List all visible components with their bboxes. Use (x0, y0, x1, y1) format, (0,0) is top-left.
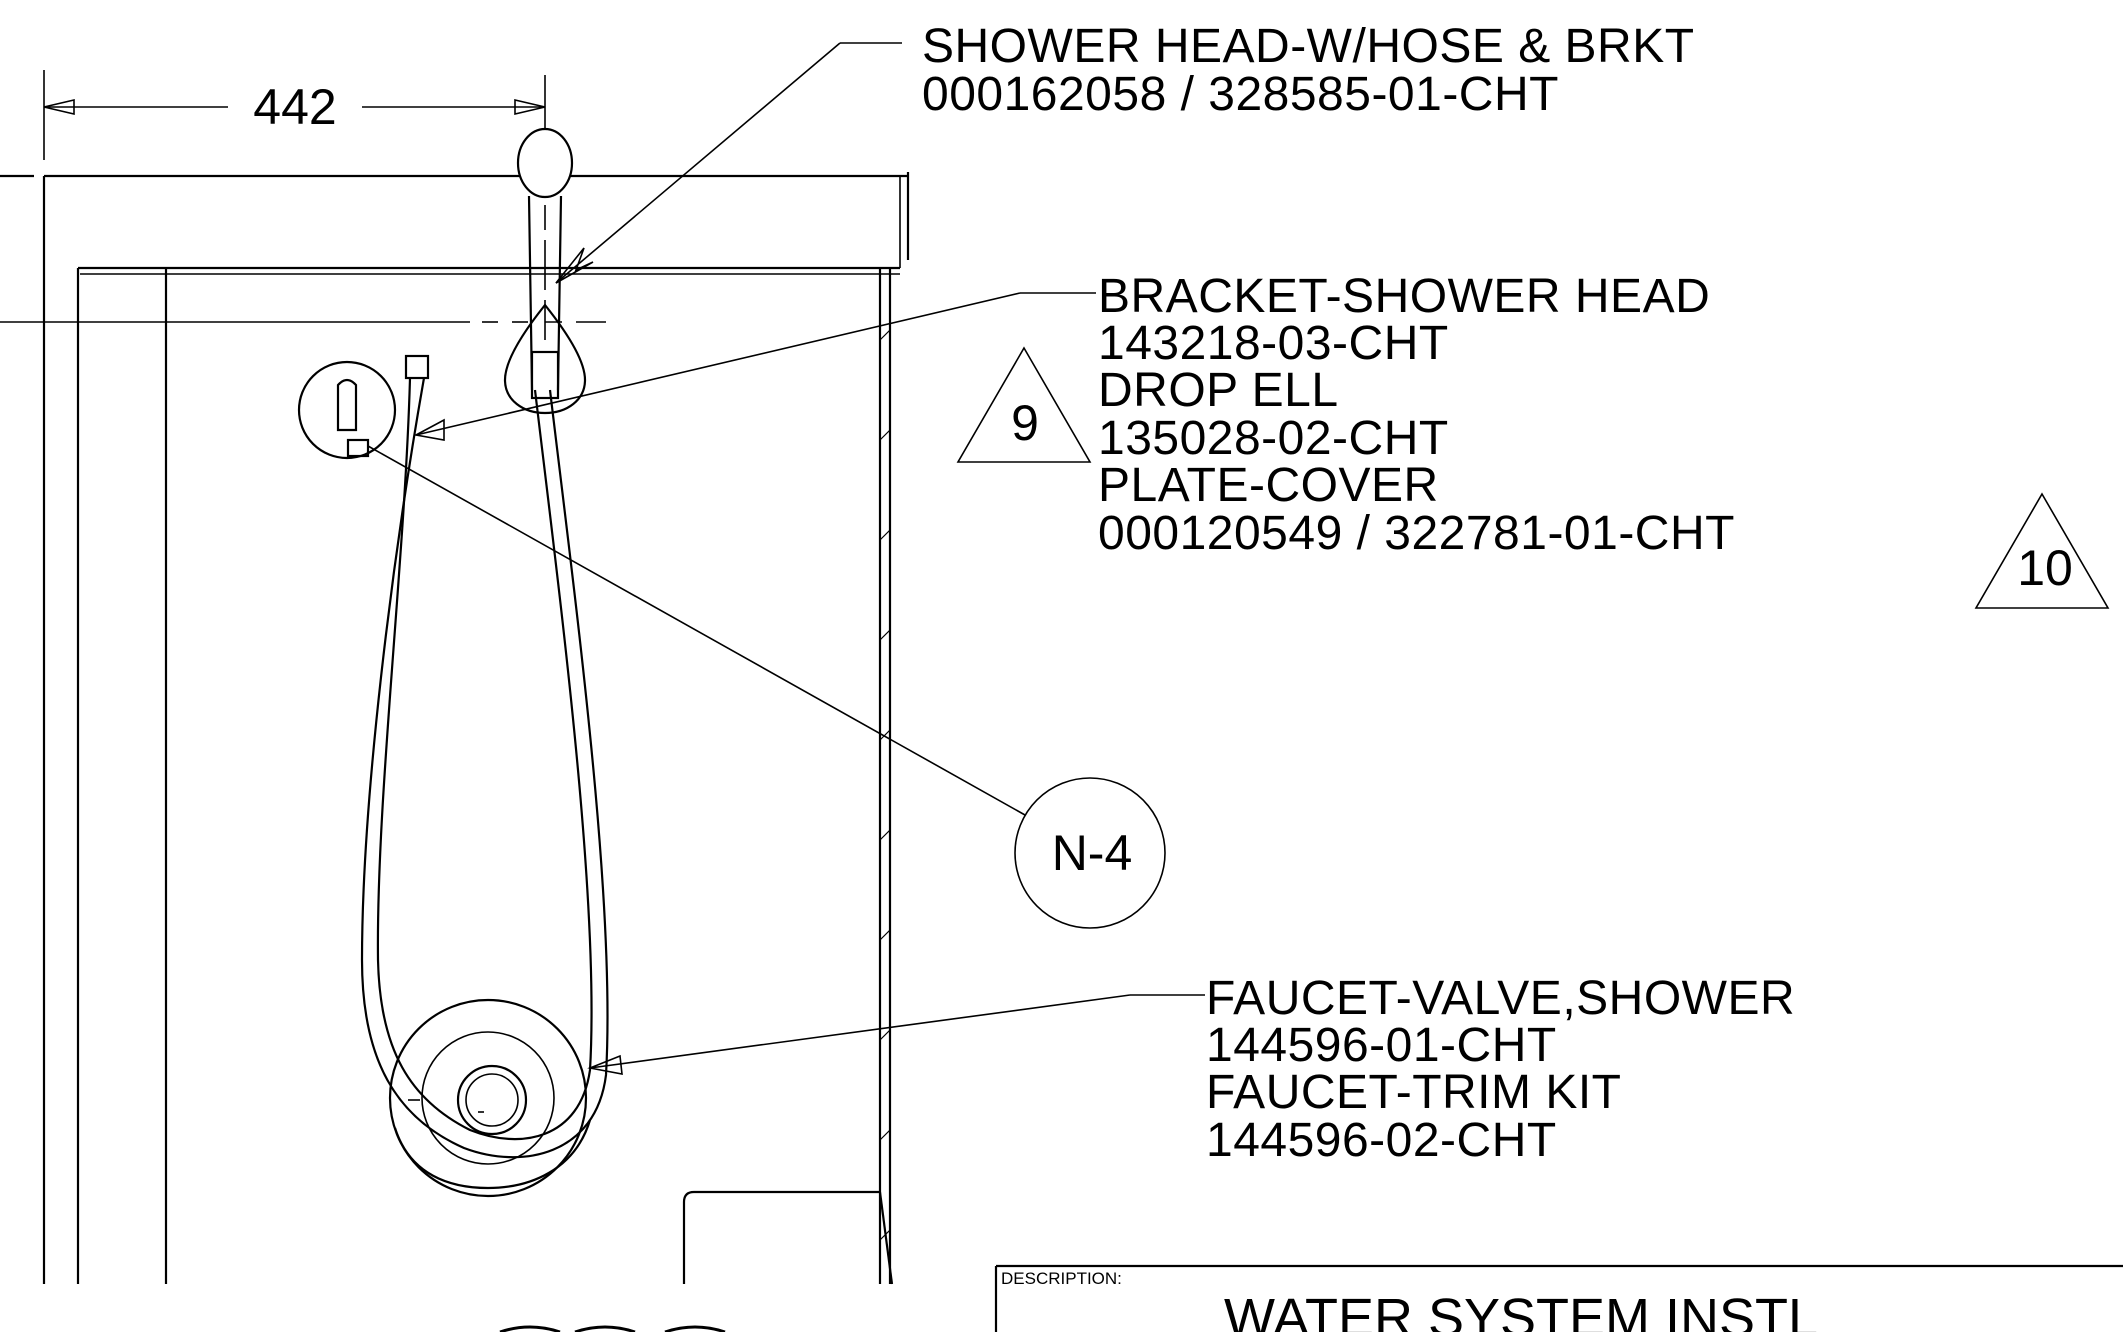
callout-shower-head-line1: SHOWER HEAD-W/HOSE & BRKT (922, 20, 1695, 73)
callout-bracket-line: DROP ELL (1098, 364, 1339, 417)
callout-bracket-line: 143218-03-CHT (1098, 317, 1449, 370)
callout-bracket-line: PLATE-COVER (1098, 459, 1439, 512)
revision-triangle-10: 10 (1974, 492, 2110, 609)
shower-enclosure (0, 172, 910, 1285)
callout-faucet-line: FAUCET-VALVE,SHOWER (1206, 972, 1795, 1025)
title-block: DESCRIPTION: WATER SYSTEM INSTL (994, 1264, 2123, 1332)
callout-faucet-line: 144596-02-CHT (1206, 1114, 1557, 1167)
leader-faucet (587, 994, 1205, 1075)
detail-bubble-label: N-4 (1052, 825, 1133, 881)
callout-bracket: BRACKET-SHOWER HEAD 143218-03-CHT DROP E… (1098, 270, 1735, 560)
callout-bracket-line: 000120549 / 322781-01-CHT (1098, 507, 1735, 560)
callout-shower-head-line2: 000162058 / 328585-01-CHT (922, 68, 1559, 121)
revision-number: 9 (1011, 395, 1039, 451)
dimension-value: 442 (253, 79, 336, 135)
shower-head (516, 127, 574, 391)
leader-n4 (367, 445, 1026, 816)
title-block-label: DESCRIPTION: (1001, 1269, 1122, 1288)
leader-bracket (413, 292, 1096, 441)
callout-bracket-line: BRACKET-SHOWER HEAD (1098, 270, 1710, 323)
faucet-valve (388, 998, 592, 1198)
callout-faucet-line: 144596-01-CHT (1206, 1019, 1557, 1072)
revision-triangle-9: 9 (956, 346, 1092, 463)
callout-shower-head: SHOWER HEAD-W/HOSE & BRKT 000162058 / 32… (922, 20, 1695, 121)
callout-faucet-line: FAUCET-TRIM KIT (1206, 1066, 1622, 1119)
callout-faucet: FAUCET-VALVE,SHOWER 144596-01-CHT FAUCET… (1206, 972, 1795, 1167)
detail-bubble-n4: N-4 (1014, 777, 1166, 929)
revision-number: 10 (2017, 540, 2073, 596)
drop-ell (297, 354, 430, 460)
callout-bracket-line: 135028-02-CHT (1098, 412, 1449, 465)
dimension-442: 442 (43, 70, 546, 160)
shower-bracket (503, 303, 587, 415)
title-block-title: WATER SYSTEM INSTL (1224, 1288, 1818, 1332)
partial-section-label (499, 1325, 726, 1332)
leader-shower-head (555, 42, 902, 284)
shower-hose (360, 377, 609, 1159)
